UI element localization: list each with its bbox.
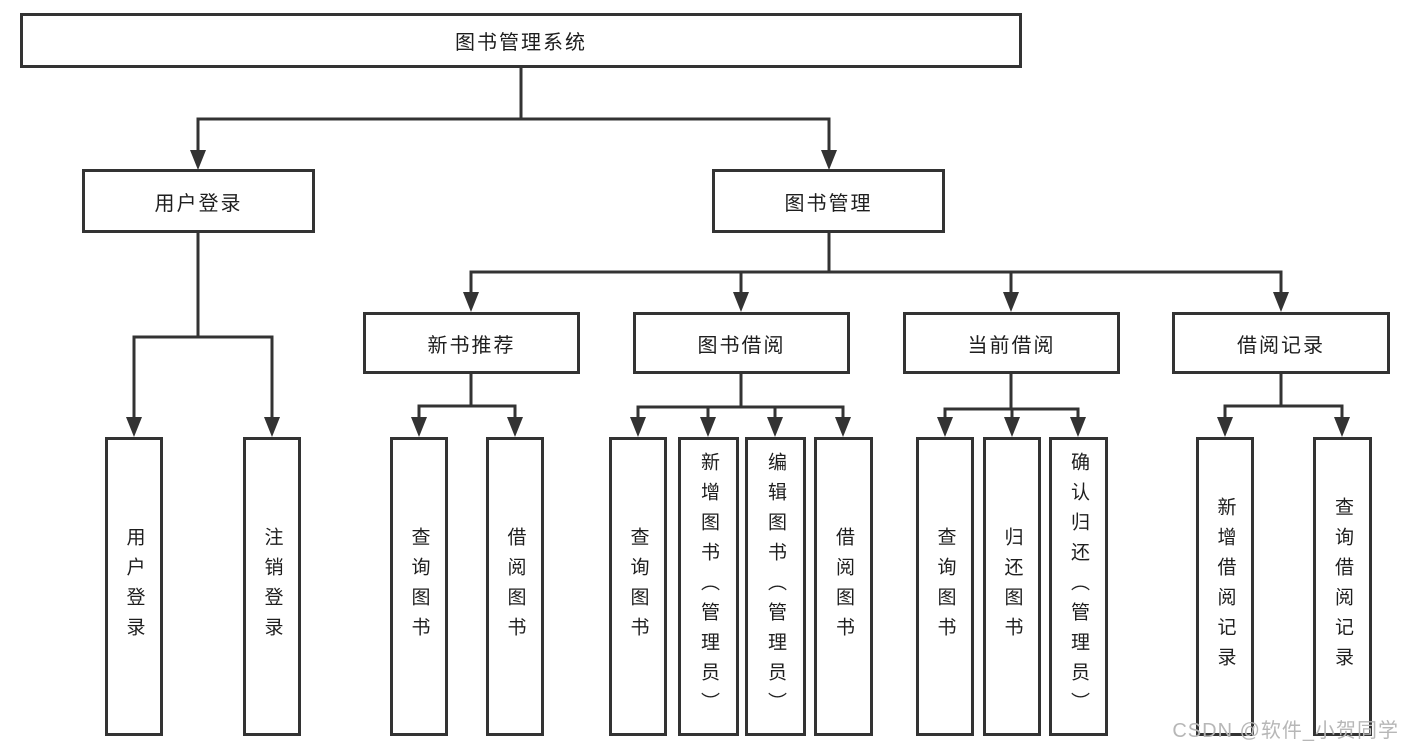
arrow-down-icon [767, 417, 783, 437]
node-borrowing-records: 借阅记录 [1172, 312, 1390, 374]
node-label: 新增图书（管理员） [698, 451, 719, 722]
arrow-down-icon [1217, 417, 1233, 437]
node-label: 借阅记录 [1237, 334, 1325, 357]
node-label: 查询图书 [934, 526, 956, 647]
node-label: 新书推荐 [427, 334, 516, 357]
leaf-edit-book-admin: 编辑图书（管理员） [745, 437, 806, 736]
node-label: 查询图书 [408, 526, 430, 647]
arrow-down-icon [821, 150, 837, 170]
leaf-query-borrow-record: 查询借阅记录 [1313, 437, 1372, 736]
leaf-query-book-borrow: 查询图书 [609, 437, 667, 736]
node-label: 借阅图书 [504, 526, 526, 647]
node-label: 借阅图书 [833, 526, 854, 647]
node-label: 图书借阅 [697, 334, 786, 357]
node-label: 编辑图书（管理员） [765, 451, 786, 722]
node-label: 注销登录 [261, 526, 283, 647]
node-label: 归还图书 [1001, 526, 1023, 647]
node-label: 确认归还（管理员） [1068, 451, 1089, 722]
leaf-query-book-recommend: 查询图书 [390, 437, 448, 736]
leaf-logout-login: 注销登录 [243, 437, 301, 736]
leaf-user-login: 用户登录 [105, 437, 163, 736]
arrow-down-icon [630, 417, 646, 437]
arrow-down-icon [411, 417, 427, 437]
node-user-login: 用户登录 [82, 169, 315, 233]
arrow-down-icon [1003, 292, 1019, 312]
arrow-down-icon [1070, 417, 1086, 437]
leaf-return-book: 归还图书 [983, 437, 1041, 736]
arrow-down-icon [733, 292, 749, 312]
arrow-down-icon [1273, 292, 1289, 312]
node-label: 图书管理 [784, 192, 873, 215]
node-label: 图书管理系统 [455, 32, 587, 54]
node-new-book-recommendation: 新书推荐 [363, 312, 580, 374]
node-label: 当前借阅 [967, 334, 1056, 357]
arrow-down-icon [190, 150, 206, 170]
node-book-management: 图书管理 [712, 169, 945, 233]
leaf-borrow-book: 借阅图书 [814, 437, 873, 736]
leaf-borrow-book-recommend: 借阅图书 [486, 437, 544, 736]
leaf-query-book-current: 查询图书 [916, 437, 974, 736]
node-book-borrowing: 图书借阅 [633, 312, 850, 374]
arrow-down-icon [463, 292, 479, 312]
arrow-down-icon [835, 417, 851, 437]
leaf-confirm-return-admin: 确认归还（管理员） [1049, 437, 1108, 736]
node-label: 查询图书 [627, 526, 649, 647]
leaf-add-borrow-record: 新增借阅记录 [1196, 437, 1254, 736]
arrow-down-icon [507, 417, 523, 437]
arrow-down-icon [1334, 417, 1350, 437]
node-label: 用户登录 [154, 192, 243, 215]
arrow-down-icon [937, 417, 953, 437]
node-library-management-system: 图书管理系统 [20, 13, 1022, 68]
node-label: 用户登录 [123, 526, 145, 647]
arrow-down-icon [126, 417, 142, 437]
arrow-down-icon [1004, 417, 1020, 437]
leaf-add-book-admin: 新增图书（管理员） [678, 437, 739, 736]
node-label: 查询借阅记录 [1332, 496, 1353, 677]
arrow-down-icon [700, 417, 716, 437]
arrow-down-icon [264, 417, 280, 437]
csdn-watermark: CSDN @软件_小贺同学 [1172, 720, 1399, 742]
node-label: 新增借阅记录 [1214, 496, 1236, 677]
arrowhead-group [126, 150, 1350, 437]
node-current-borrowing: 当前借阅 [903, 312, 1120, 374]
